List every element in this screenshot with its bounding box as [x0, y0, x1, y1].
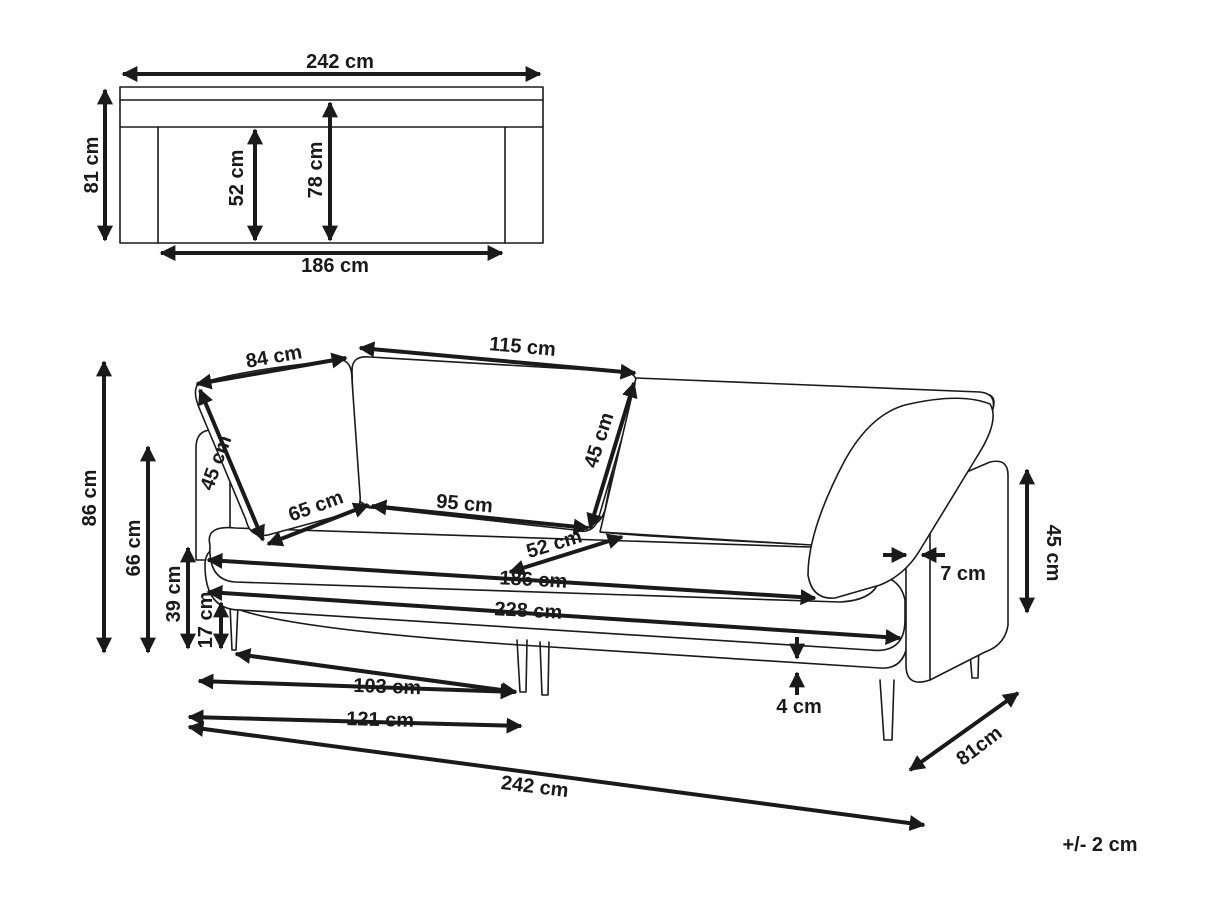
seat-height-label: 39 cm [163, 566, 185, 623]
armrest-height-label: 66 cm [123, 520, 145, 577]
seat-back-width-label: 95 cm [435, 491, 493, 518]
top-seat-depth-label: 52 cm [226, 150, 248, 207]
backrest-width-dim-line [358, 341, 637, 380]
cushion-depth-dim-line [266, 502, 370, 547]
total-height-label: 86 cm [79, 470, 101, 527]
total-depth-label: 81cm [952, 722, 1006, 770]
backrest-width-label: 115 cm [488, 333, 556, 361]
seat-width-label: 186 cm [499, 567, 568, 593]
top-view: 242 cm 81 cm 52 cm 78 cm 186 cm [81, 51, 544, 277]
base-thickness-label: 4 cm [776, 696, 822, 718]
total-depth-dim-line [908, 691, 1020, 772]
top-inner-depth-label: 78 cm [305, 142, 327, 199]
backrest-height-dim-line [586, 381, 638, 530]
cushion-width-dim-line [195, 352, 348, 390]
seat-back-width-dim-line [370, 499, 590, 535]
total-length-dim-line [187, 720, 926, 832]
armrest-width-label: 7 cm [940, 563, 986, 585]
top-depth-label: 81 cm [81, 137, 103, 194]
half-length-label: 121 cm [346, 708, 414, 732]
cushion-height-dim-line [198, 388, 265, 542]
leg-span-front-dim-line [197, 673, 517, 700]
leg-span-front-label: 103 cm [353, 675, 422, 699]
top-seat-width-label: 186 cm [301, 255, 369, 277]
inner-length-label: 228 cm [494, 598, 563, 624]
tolerance-note: +/- 2 cm [1062, 834, 1137, 856]
inner-length-dim-line [206, 584, 902, 646]
top-width-label: 242 cm [306, 51, 374, 73]
arm-side-height-label: 45 cm [1042, 525, 1064, 582]
perspective-dimensions: 84 cm 115 cm 45 cm 45 cm 65 cm 95 cm 52 … [79, 333, 1064, 832]
leg-height-label: 17 cm [195, 592, 217, 649]
